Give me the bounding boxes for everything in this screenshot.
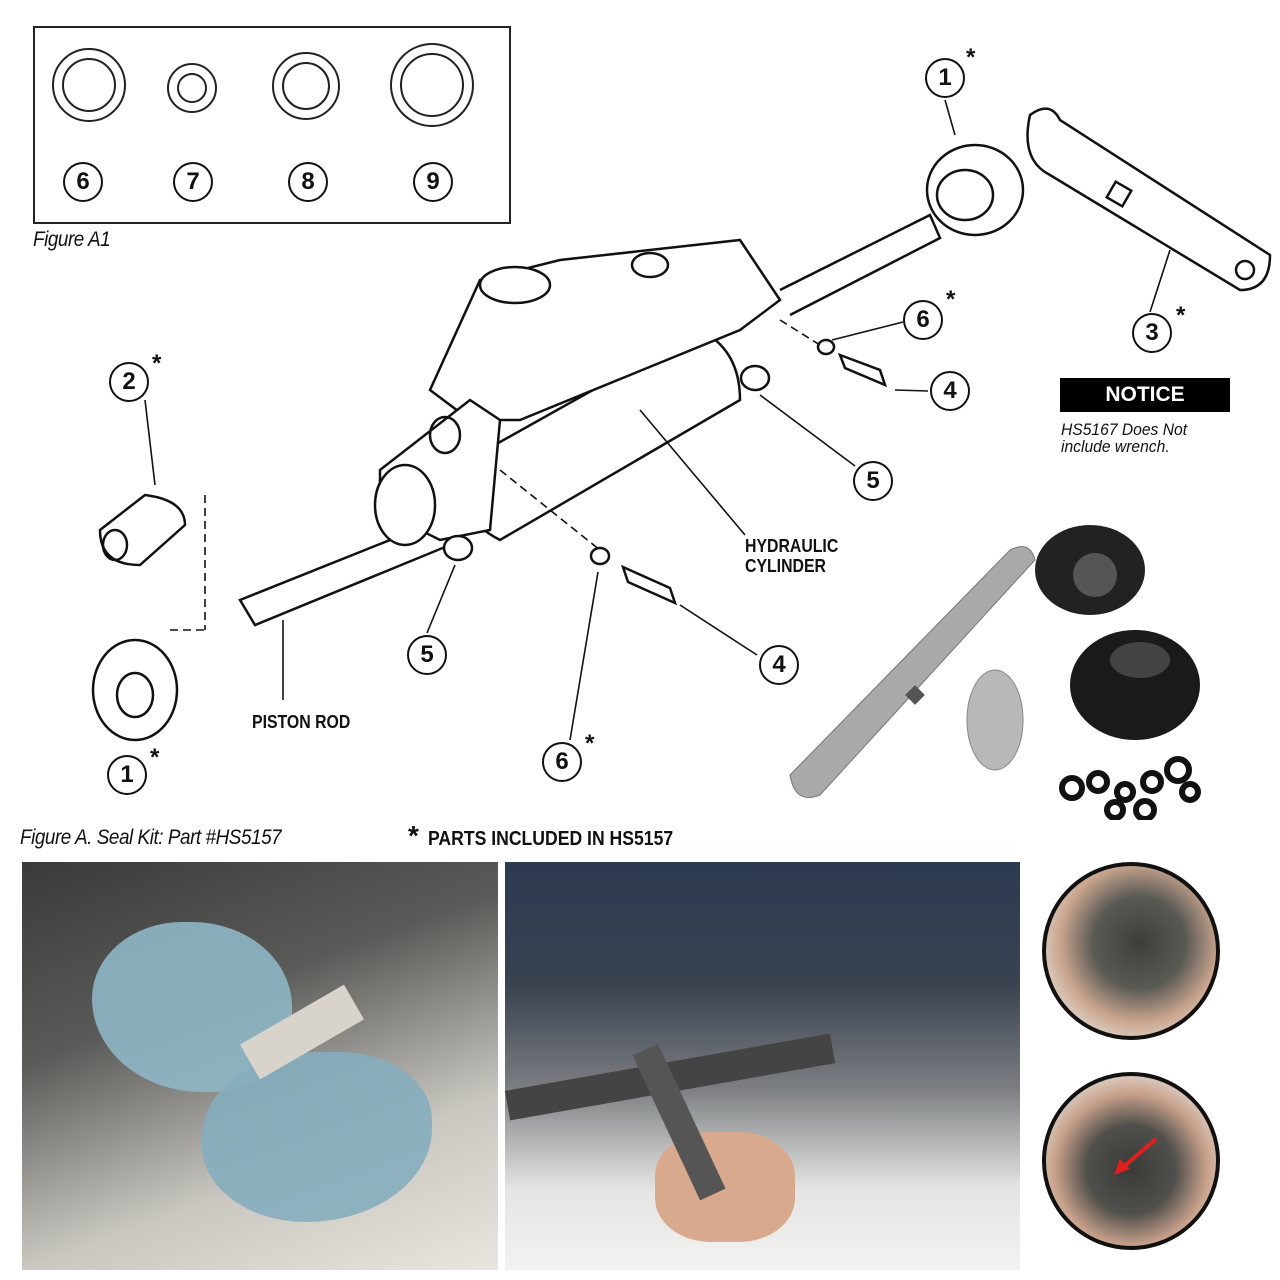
notice-text: HS5167 Does Not include wrench. — [1061, 420, 1188, 456]
callout-4-bleeder: 4 — [759, 645, 799, 685]
notice-title: NOTICE — [1060, 378, 1230, 412]
callout-5-fitting: 5 — [407, 635, 447, 675]
photo-gloved-hands-installing-seal — [22, 862, 498, 1270]
parts-included-legend: PARTS INCLUDED IN HS5157 — [428, 828, 674, 850]
callout-1-gland-nut: 1 — [925, 58, 965, 98]
callout-star: * — [150, 744, 160, 771]
seal-ring-9 — [390, 43, 474, 127]
figure-a1-callout-7: 7 — [173, 162, 213, 202]
photo-oring-install-closeup — [1042, 1072, 1220, 1250]
figure-a1-callout-9: 9 — [413, 162, 453, 202]
legend-star: * — [408, 820, 419, 851]
figure-a-caption: Figure A. Seal Kit: Part #HS5157 — [20, 826, 282, 849]
photo-wrench-on-cylinder — [505, 862, 1020, 1270]
figure-a1-callout-6: 6 — [63, 162, 103, 202]
callout-3-wrench: 3 — [1132, 313, 1172, 353]
callout-1-gland-nut: 1 — [107, 755, 147, 795]
seal-ring-7 — [167, 63, 217, 113]
callout-star: * — [585, 730, 595, 757]
callout-star: * — [966, 44, 976, 71]
label-piston-rod: PISTON ROD — [252, 712, 351, 732]
label-hydraulic-cylinder: HYDRAULIC CYLINDER — [745, 536, 839, 576]
callout-2-bushing: 2 — [109, 362, 149, 402]
callout-4-bleeder: 4 — [930, 371, 970, 411]
figure-a1-caption: Figure A1 — [33, 228, 111, 251]
callout-6-washer: 6 — [903, 300, 943, 340]
callout-6-washer: 6 — [542, 742, 582, 782]
figure-a1-callout-8: 8 — [288, 162, 328, 202]
seal-ring-6 — [52, 48, 126, 122]
seal-ring-8 — [272, 52, 340, 120]
callout-star: * — [1176, 302, 1186, 329]
callout-5-fitting: 5 — [853, 461, 893, 501]
photo-gland-nut-closeup — [1042, 862, 1220, 1040]
figure-a1-box: 6 7 8 9 — [33, 26, 511, 224]
callout-star: * — [946, 286, 956, 313]
red-arrow-icon — [1114, 1137, 1158, 1175]
seal-kit-product-photo — [789, 525, 1201, 820]
callout-star: * — [152, 350, 162, 377]
hydraulic-cylinder-drawing — [91, 99, 1272, 742]
